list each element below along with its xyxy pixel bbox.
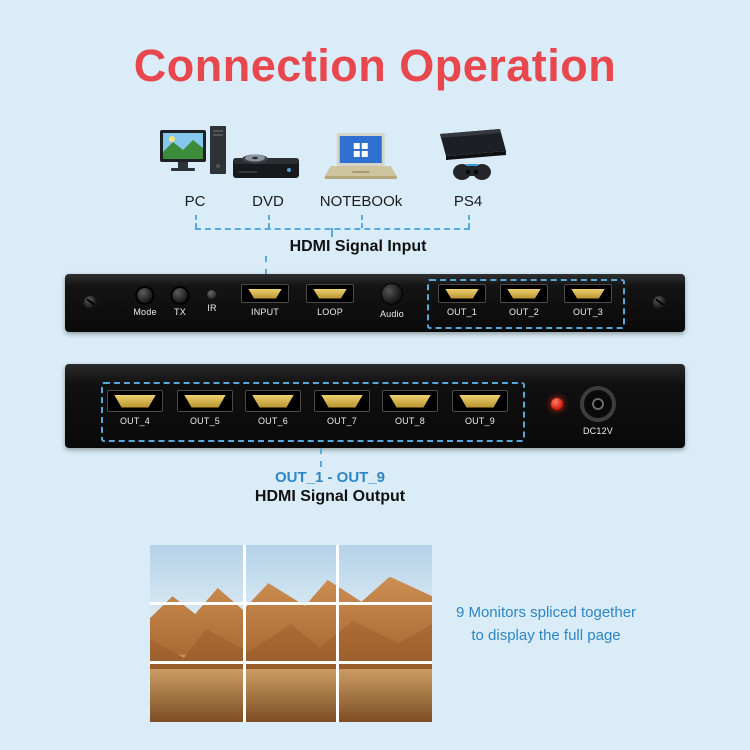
hdmi-port-out1: OUT_1	[438, 284, 486, 317]
dvd-player-icon	[231, 146, 305, 187]
hdmi-connector-icon	[306, 284, 354, 303]
port-label: OUT_3	[572, 307, 603, 317]
control-label: IR	[207, 303, 217, 313]
power-led-icon	[551, 398, 563, 410]
hdmi-connector-icon	[314, 390, 370, 412]
hdmi-connector-icon	[245, 390, 301, 412]
bezel-line	[150, 661, 432, 664]
round-button-icon	[137, 288, 153, 303]
hdmi-port-loop: LOOP	[306, 284, 354, 317]
hdmi-port-out6: OUT_6	[245, 390, 301, 426]
power-label: DC12V	[582, 426, 613, 436]
screw-icon	[653, 296, 666, 309]
device-pc: PC	[158, 122, 232, 210]
video-wall	[150, 545, 432, 722]
device-dvd: DVD	[231, 122, 305, 210]
port-label: OUT_6	[257, 416, 288, 426]
bezel-line	[150, 602, 432, 605]
connector-to-input-port	[265, 256, 267, 275]
port-label: Audio	[379, 309, 405, 319]
port-label: OUT_1	[446, 307, 477, 317]
front-panel: Mode TX IR INPUT LOOP Audio OUT_1 OUT_	[65, 274, 685, 332]
device-label: PC	[184, 193, 206, 210]
photo-ground	[150, 668, 432, 722]
rear-panel: OUT_4 OUT_5 OUT_6 OUT_7 OUT_8 OUT_9 DC12…	[65, 364, 685, 448]
mode-button: Mode	[133, 288, 156, 317]
monitor-note-line2: to display the full page	[471, 627, 621, 645]
port-label: OUT_9	[464, 416, 495, 426]
screw-icon	[84, 296, 97, 309]
port-label: OUT_5	[189, 416, 220, 426]
round-button-icon	[172, 288, 188, 303]
hdmi-connector-icon	[241, 284, 289, 303]
connector-drop-line	[331, 228, 333, 237]
hdmi-input-label: HDMI Signal Input	[289, 238, 427, 255]
hdmi-port-input: INPUT	[241, 284, 289, 317]
device-label: NOTEBOOk	[319, 193, 403, 210]
ir-dot-icon	[207, 290, 217, 299]
barrel-jack-icon	[580, 386, 616, 422]
port-label: OUT_4	[119, 416, 150, 426]
hdmi-port-out8: OUT_8	[382, 390, 438, 426]
toslink-connector-icon	[381, 283, 403, 305]
connector-tick-notebook	[361, 215, 363, 228]
hdmi-port-out7: OUT_7	[314, 390, 370, 426]
hdmi-connector-icon	[500, 284, 548, 303]
hdmi-port-out3: OUT_3	[564, 284, 612, 317]
hdmi-port-out5: OUT_5	[177, 390, 233, 426]
monitor-note-line1: 9 Monitors spliced together	[455, 604, 637, 621]
port-label: INPUT	[251, 307, 279, 317]
hdmi-connector-icon	[382, 390, 438, 412]
ir-receiver: IR	[207, 286, 217, 313]
bezel-line	[336, 545, 339, 722]
hdmi-connector-icon	[564, 284, 612, 303]
device-ps4: PS4	[426, 122, 510, 210]
connector-tick-dvd	[268, 215, 270, 228]
connector-tick-ps4	[468, 215, 470, 228]
out4-9-highlight-box	[101, 382, 525, 442]
hdmi-connector-icon	[452, 390, 508, 412]
page-title: Connection Operation	[133, 40, 617, 91]
hdmi-connector-icon	[177, 390, 233, 412]
port-label: OUT_7	[326, 416, 357, 426]
dc-power-jack: DC12V	[580, 386, 616, 436]
monitor-note: 9 Monitors spliced together to display t…	[432, 601, 660, 648]
hdmi-connector-icon	[438, 284, 486, 303]
hdmi-port-out4: OUT_4	[107, 390, 163, 426]
out1-3-highlight-box	[427, 279, 625, 329]
tx-button: TX	[172, 288, 188, 317]
hdmi-output-label: HDMI Signal Output	[254, 488, 406, 505]
hdmi-port-out2: OUT_2	[500, 284, 548, 317]
port-label: OUT_2	[508, 307, 539, 317]
control-label: Mode	[133, 307, 157, 317]
device-label: DVD	[252, 193, 284, 210]
port-label: LOOP	[317, 307, 343, 317]
pc-icon	[158, 124, 232, 187]
bezel-line	[243, 545, 246, 722]
output-range-label: OUT_1 - OUT_9	[274, 469, 386, 486]
notebook-icon	[323, 132, 399, 187]
audio-port: Audio	[380, 283, 404, 319]
device-notebook: NOTEBOOk	[319, 122, 403, 210]
connector-tick-pc	[195, 215, 197, 228]
game-console-icon	[426, 126, 510, 187]
device-label: PS4	[453, 193, 483, 210]
control-label: TX	[174, 307, 186, 317]
connector-output-line	[320, 448, 322, 467]
port-label: OUT_8	[394, 416, 425, 426]
hdmi-port-out9: OUT_9	[452, 390, 508, 426]
hdmi-connector-icon	[107, 390, 163, 412]
